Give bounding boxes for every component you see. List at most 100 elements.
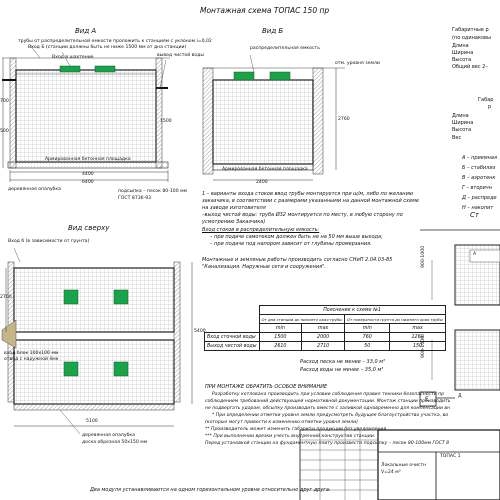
top-view-callout-inlet: Вход б (в зависимости от грунта)	[8, 239, 90, 244]
sheet-title: Монтажная схема ТОПАС 150 пр	[200, 6, 330, 15]
right-dim-1: 900-1000	[421, 245, 426, 268]
stamp-desc-2: V=24 м³	[381, 470, 401, 475]
table-cell: 150	[389, 341, 446, 351]
top-view-dim-height: 5400	[194, 329, 206, 334]
hatch-b2	[269, 71, 291, 81]
view-a-dim-base: 4400	[82, 172, 94, 177]
mark-a: А	[473, 252, 477, 257]
table-row-label: Выход чистой воды	[204, 341, 260, 351]
view-a-callout-outlet: вывод чистой воды	[157, 53, 204, 58]
top-view-dim-width: 5100	[86, 419, 98, 424]
top-view-dim-side: 2700	[0, 295, 12, 300]
note-9: Монтажные и земляные работы производить …	[202, 257, 393, 263]
view-a-dim-side: 1500	[160, 119, 172, 124]
table-min-1: min	[258, 323, 303, 333]
view-a-title: Вид А	[75, 27, 97, 35]
note-2: заказчика, в соответствии с размерами ук…	[202, 198, 419, 204]
view-a-slab: Армированная бетонная площадка	[45, 157, 131, 162]
view-a-dim-depth: 700	[0, 99, 9, 104]
sand-consumption: Расход песка не менее – 33,0 м³	[300, 359, 386, 365]
right-panel-line: р	[488, 104, 492, 110]
table-max-1: max	[301, 323, 346, 333]
legend-item: Г – вторичн	[462, 185, 493, 191]
table-row-label: Вход сточной воды	[204, 332, 260, 342]
table-cell: 2000	[301, 332, 346, 342]
table-title: Пояснение к схеме №1	[258, 305, 446, 315]
top-view-board: доска обрезная 50х150 мм	[82, 440, 148, 445]
top-view-callout-block: вход блок 100х100 мм	[4, 351, 59, 356]
side-view-title: Ст	[470, 211, 479, 219]
table-cell: 1260	[389, 332, 446, 342]
right-panel-line: (по одинаковы	[452, 35, 491, 41]
note-10: "Канализация. Наружные сети и сооружения…	[202, 264, 327, 270]
top-view-callout-outlet: отвод с наружной ёмк	[4, 357, 59, 362]
right-panel-line: Длина	[452, 43, 469, 49]
note-8: – при подаче под напором зависит от глуб…	[210, 241, 372, 247]
legend-item: А – приемная	[462, 155, 497, 161]
hatch-a1	[59, 65, 81, 73]
table-col2: От поверхности грунта до нижнего края тр…	[344, 314, 446, 324]
view-b-drawing	[202, 54, 345, 181]
table-cell: 2610	[258, 341, 303, 351]
view-a-sand: подсыпка – песок 80-100 мм	[118, 189, 188, 194]
install-line-4: * При определении отметки уровня земли п…	[212, 413, 449, 418]
install-line-3: не подвергать ударам, обсыпку производит…	[205, 406, 451, 411]
hatch-b1	[233, 71, 255, 81]
footer-note: Два модуля устанавливаются на одном гори…	[90, 487, 331, 493]
view-a-gost: ГОСТ 8736-93	[118, 196, 152, 201]
view-a-dim-level: 500	[0, 129, 9, 134]
note-1: 1 – варианты входа стоков ввод трубы мон…	[202, 191, 414, 197]
top-view-drawing	[1, 247, 193, 435]
right-panel-line: Общий вес 2–	[452, 64, 488, 70]
view-b-callout-ground: отм. уровня земли	[335, 61, 380, 66]
right-panel-line: Ширина	[452, 120, 474, 126]
table-cell: 50	[344, 341, 391, 351]
explanation-table: Пояснение к схеме №1 От дна станции до н…	[204, 305, 446, 351]
table-col1: От дна станции до нижнего края трубы	[258, 314, 346, 324]
install-line-2: соблюдением требований действующей норма…	[205, 399, 451, 404]
table-min-2: min	[344, 323, 391, 333]
right-panel-line: Вес	[452, 135, 462, 141]
right-panel-drawing	[419, 229, 500, 407]
right-panel-line: Высота	[452, 127, 472, 133]
table-cell: 1500	[258, 332, 303, 342]
title-block	[299, 429, 500, 500]
view-a-dim-total: 6400	[82, 180, 94, 185]
install-line-8: Перед установкой станции на фундаментную…	[205, 441, 450, 446]
note-4: –выход чистой воды: труба Ø32 монтируетс…	[202, 212, 403, 218]
view-a-callout-pipes: трубы от распределительной емкости проло…	[18, 39, 212, 44]
water-consumption: Расход воды не менее – 35,0 м³	[300, 367, 384, 373]
note-5: усмотрению Заказчика)	[202, 219, 266, 225]
top-view-formwork: деревянная опалубка	[82, 433, 135, 438]
legend-item: Н – накопит	[462, 205, 494, 211]
view-a-formwork: деревянная опалубка	[8, 187, 61, 192]
hatch-t1	[63, 289, 79, 305]
view-a-callout-shaft: Вход в шахтение	[52, 55, 94, 60]
hatch-t3	[63, 361, 79, 377]
hatch-a2	[94, 65, 116, 73]
install-line-1: Разработку котлована производить при усл…	[212, 392, 445, 397]
note-6: Вход стоков в распределительную емкость:	[202, 227, 320, 233]
view-a-drawing	[2, 44, 170, 182]
table-row: Вход сточной воды 1500 2000 760 1260	[204, 332, 446, 342]
install-line-7: *** При выполнении врезки учесть внутрен…	[205, 434, 376, 439]
legend-item: Д – распреде	[462, 195, 497, 201]
hatch-t2	[113, 289, 129, 305]
right-panel-line: Длина	[452, 113, 469, 119]
stamp-desc-1: Локальные очистн	[381, 463, 427, 468]
right-panel-line: Высота	[452, 57, 472, 63]
install-line-6: ** Производитель может изменить габариты…	[205, 427, 388, 432]
stamp-name: ТОПАС 1	[440, 454, 461, 459]
table-max-2: max	[389, 323, 446, 333]
install-title: ПРИ МОНТАЖЕ ОБРАТИТЬ ОСОБОЕ ВНИМАНИЕ	[205, 384, 328, 390]
right-panel-line: Габар	[478, 97, 494, 103]
view-b-title: Вид Б	[262, 27, 284, 35]
legend-item: Б – стабилиз	[462, 165, 496, 171]
mark-e: Е	[425, 396, 429, 403]
right-panel-line: Ширина	[452, 50, 474, 56]
table-row: Выход чистой воды 2610 2710 50 150	[204, 341, 446, 351]
right-panel-line: Габаритные р	[452, 27, 489, 33]
mark-d: Д	[458, 394, 462, 399]
